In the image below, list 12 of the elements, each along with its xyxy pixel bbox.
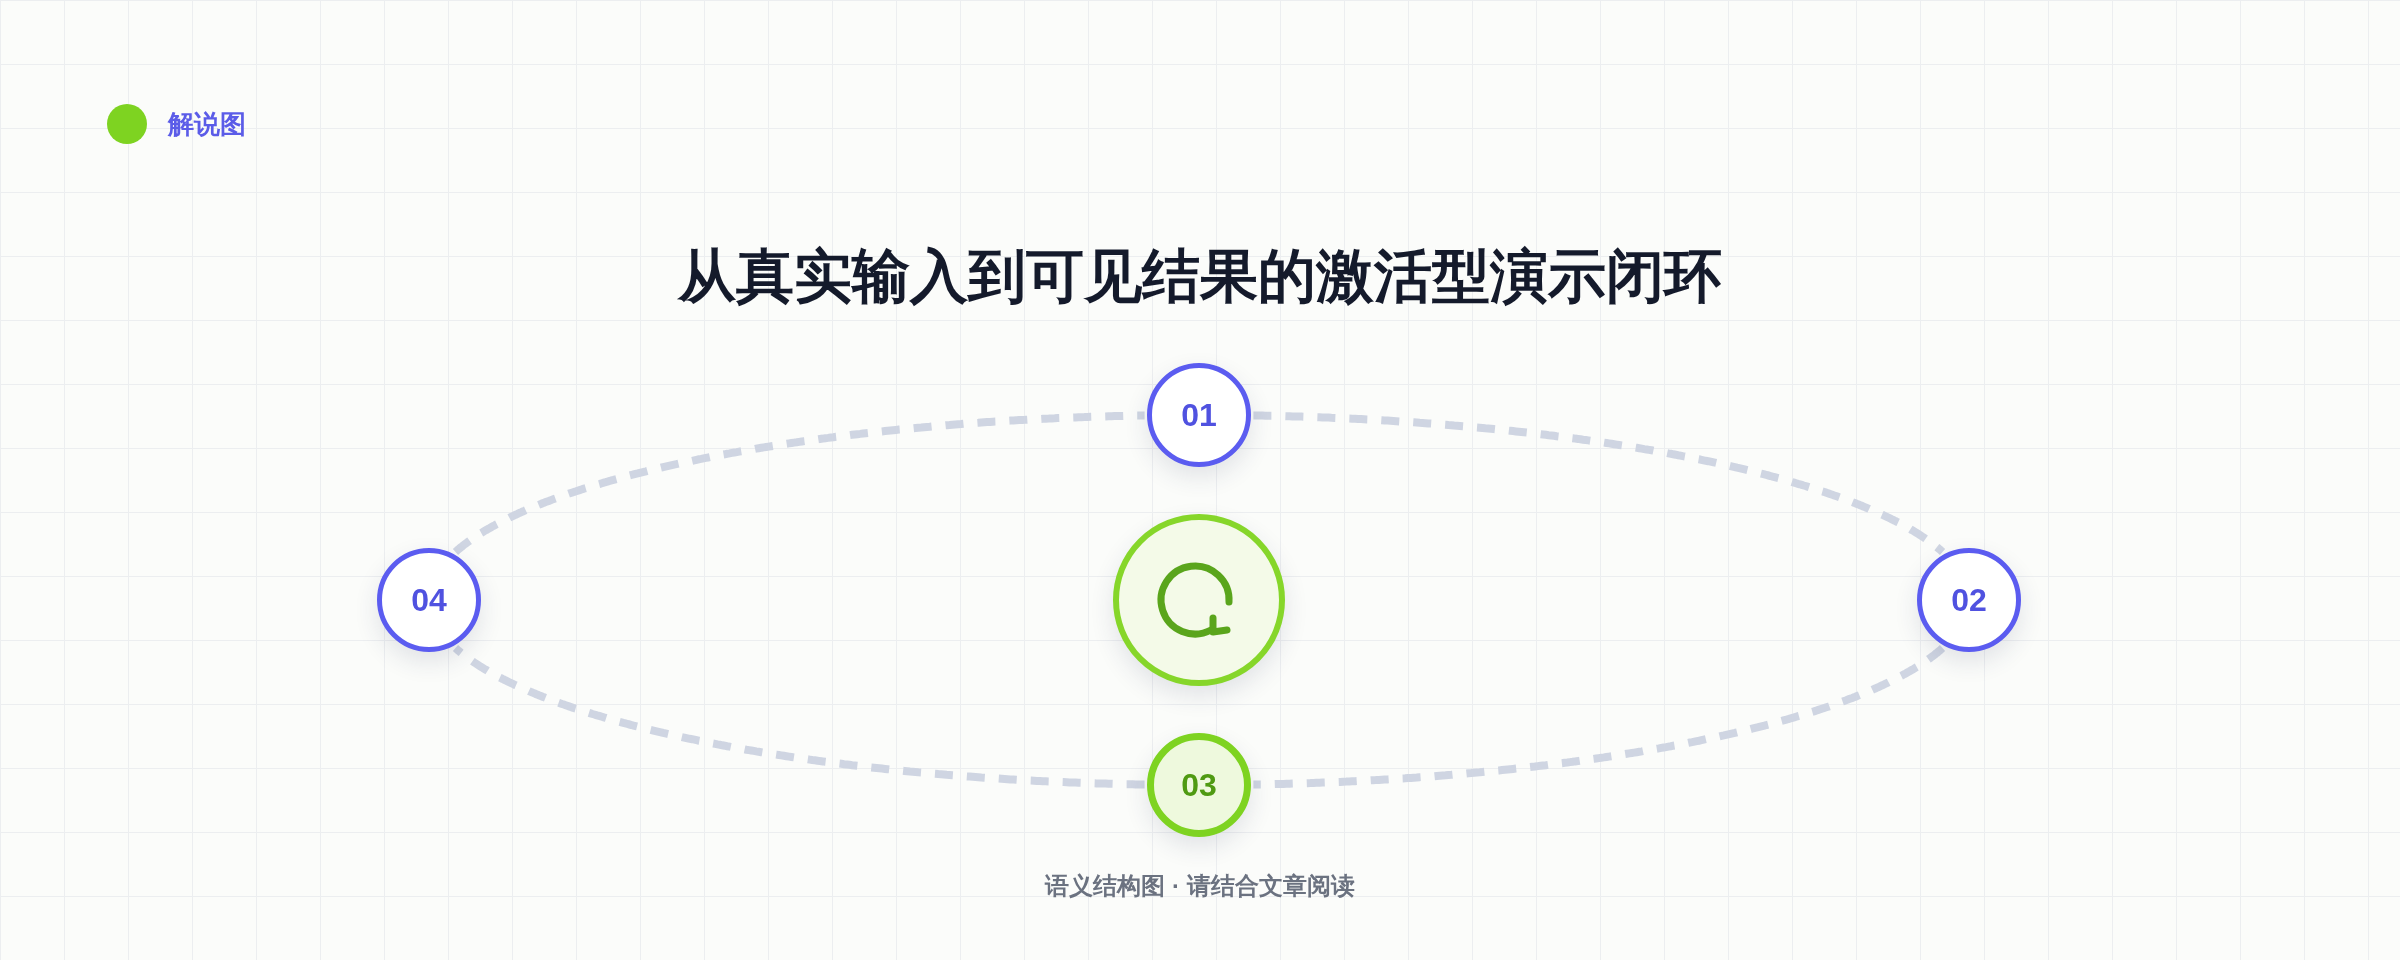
dashed-connector — [452, 411, 1146, 556]
dashed-connector — [452, 644, 1146, 789]
caption: 语义结构图 · 请结合文章阅读 — [1045, 871, 1355, 901]
step-number: 01 — [1181, 396, 1217, 434]
step-circle — [1917, 548, 2021, 652]
step-number: 04 — [411, 581, 447, 619]
dashed-connector — [1252, 411, 1946, 556]
dashed-connector — [1252, 644, 1946, 789]
title: 从真实输入到可见结果的激活型演示闭环 — [676, 242, 1723, 310]
step-number: 03 — [1181, 766, 1217, 804]
section-tag: 解说图 — [168, 106, 246, 142]
step-number: 02 — [1951, 581, 1987, 619]
